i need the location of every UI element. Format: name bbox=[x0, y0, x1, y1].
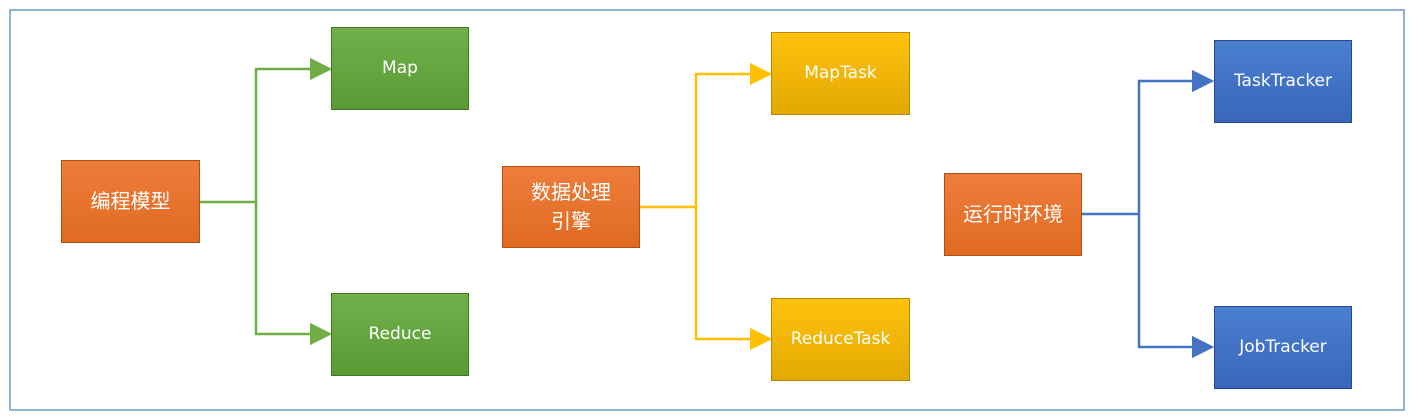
node-runtime-environment: 运行时环境 bbox=[944, 173, 1082, 256]
connector-runtime-to-jobtracker bbox=[1137, 214, 1215, 359]
node-reducetask: ReduceTask bbox=[771, 298, 910, 381]
node-tasktracker: TaskTracker bbox=[1214, 40, 1352, 123]
connector-engine-to-maptask bbox=[640, 62, 773, 209]
connector-root-to-map bbox=[200, 57, 333, 204]
node-map: Map bbox=[331, 27, 469, 110]
node-programming-model: 编程模型 bbox=[61, 160, 200, 243]
node-jobtracker: JobTracker bbox=[1214, 306, 1352, 389]
node-maptask: MapTask bbox=[771, 32, 910, 115]
node-data-processing-engine: 数据处理 引擎 bbox=[502, 166, 640, 248]
connector-root-to-reduce bbox=[254, 202, 333, 346]
node-reduce: Reduce bbox=[331, 293, 469, 376]
diagram-frame bbox=[9, 9, 1405, 411]
connector-engine-to-reducetask bbox=[694, 207, 773, 351]
connector-runtime-to-tasktracker bbox=[1082, 69, 1215, 216]
